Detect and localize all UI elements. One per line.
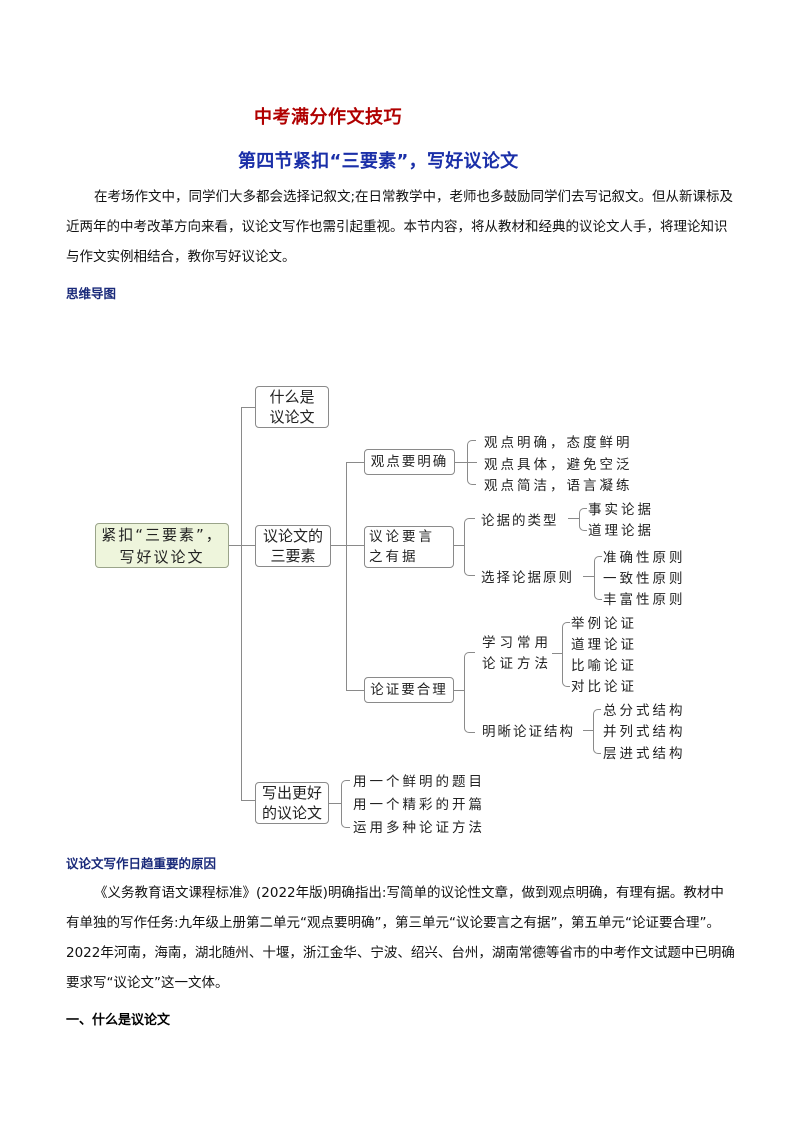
viewpoint-item: 观点简洁，语言凝练	[484, 478, 633, 494]
bracket	[464, 652, 475, 733]
connector-line	[454, 545, 464, 547]
connector-line	[583, 576, 594, 578]
structure-item: 总分式结构	[603, 703, 686, 719]
evidence-principle: 丰富性原则	[603, 592, 686, 608]
better-item: 用一个精彩的开篇	[353, 797, 485, 813]
better-item: 运用多种论证方法	[353, 820, 485, 836]
method-item: 道理论证	[571, 637, 637, 653]
connector-line	[346, 462, 364, 464]
reason-paragraph: 《义务教育语文课程标准》(2022年版)明确指出:写简单的议论性文章，做到观点明…	[66, 885, 735, 991]
connector-line	[568, 518, 579, 520]
connector-line	[331, 545, 346, 547]
mindmap-heading: 思维导图	[66, 286, 117, 301]
viewpoint-item: 观点明确，态度鲜明	[484, 435, 633, 451]
mindmap-root-node: 紧扣“三要素”，写好议论文	[95, 523, 229, 568]
method-item: 对比论证	[571, 679, 637, 695]
connector-line	[346, 545, 364, 547]
method-item: 比喻论证	[571, 658, 637, 674]
document-title: 中考满分作文技巧	[254, 107, 402, 128]
node-write-better: 写出更好的议论文	[255, 782, 329, 824]
method-item: 举例论证	[571, 616, 637, 632]
connector-line	[241, 545, 255, 547]
connector-line	[241, 407, 243, 800]
bracket	[341, 780, 350, 828]
root-label: 紧扣“三要素”，写好议论文	[101, 525, 223, 566]
connector-line	[241, 407, 255, 409]
bracket	[464, 518, 475, 576]
evidence-principle: 一致性原则	[603, 571, 686, 587]
connector-line	[583, 730, 593, 732]
evidence-type: 事实论据	[588, 502, 654, 518]
connector-line	[346, 462, 348, 690]
node-three-elements: 议论文的三要素	[255, 525, 331, 567]
connector-line	[552, 653, 562, 655]
evidence-principle: 准确性原则	[603, 550, 686, 566]
connector-line	[454, 690, 464, 692]
evidence-principles-label: 选择论据原则	[481, 570, 574, 586]
evidence-types-label: 论据的类型	[481, 513, 559, 529]
better-item: 用一个鲜明的题目	[353, 774, 485, 790]
node-evidence-based: 议论要言之有据	[364, 526, 454, 568]
section-heading: 一、什么是议论文	[66, 1013, 171, 1028]
bracket	[594, 556, 602, 600]
node-viewpoint-clear: 观点要明确	[364, 449, 455, 475]
connector-line	[346, 690, 364, 692]
connector-line	[455, 462, 467, 464]
structure-item: 层进式结构	[603, 746, 686, 762]
node-what-is-argumentative: 什么是议论文	[255, 386, 329, 428]
bracket	[579, 508, 587, 531]
structure-item: 并列式结构	[603, 724, 686, 740]
structure-label: 明晰论证结构	[482, 724, 575, 740]
node-reasoning-sound: 论证要合理	[364, 677, 454, 703]
intro-paragraph: 在考场作文中，同学们大多都会选择记叙文;在日常教学中，老师也多鼓励同学们去写记叙…	[66, 189, 734, 265]
connector-line	[467, 462, 477, 464]
connector-line	[329, 803, 341, 805]
bracket	[467, 440, 476, 485]
connector-line	[229, 545, 241, 547]
connector-line	[241, 800, 255, 802]
bracket	[562, 622, 570, 687]
bracket	[593, 709, 601, 754]
reason-heading: 议论文写作日趋重要的原因	[66, 856, 217, 871]
methods-label: 学习常用论证方法	[482, 635, 552, 672]
section-subtitle: 第四节紧扣“三要素”，写好议论文	[238, 151, 519, 172]
evidence-type: 道理论据	[588, 523, 654, 539]
viewpoint-item: 观点具体，避免空泛	[484, 457, 633, 473]
